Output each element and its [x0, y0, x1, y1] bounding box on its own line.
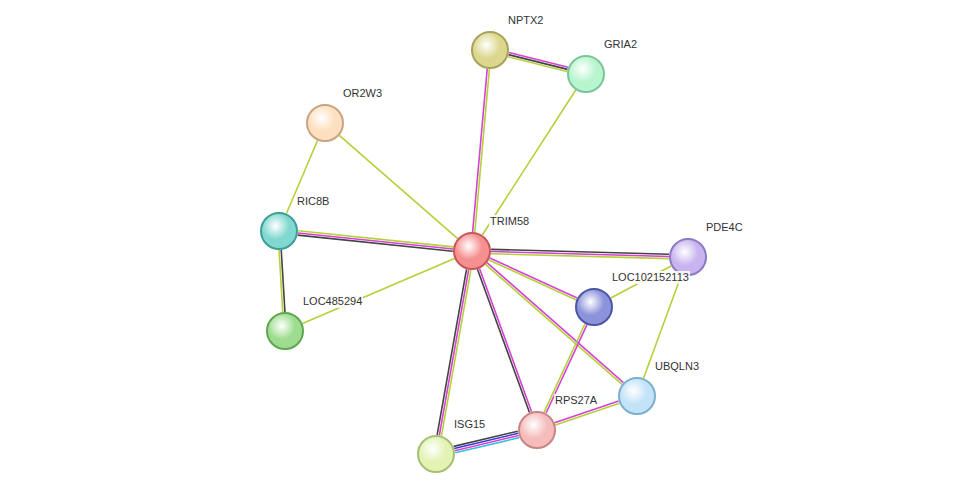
- node-circle: [575, 288, 613, 326]
- protein-node: GRIA2: [567, 55, 605, 93]
- node-circle: [453, 232, 491, 270]
- evidence-line: [486, 264, 622, 384]
- evidence-line: [473, 69, 488, 232]
- node-circle: [518, 411, 556, 449]
- evidence-line: [508, 57, 567, 72]
- interaction-edge: [454, 431, 520, 453]
- evidence-line: [480, 268, 532, 411]
- interaction-edge: [486, 263, 624, 385]
- evidence-line: [455, 435, 519, 450]
- interaction-edge: [491, 249, 669, 258]
- protein-node: UBQLN3: [618, 377, 656, 415]
- node-circle: [306, 104, 344, 142]
- interaction-edge: [477, 268, 531, 412]
- evidence-line: [437, 269, 466, 435]
- evidence-line: [477, 269, 529, 412]
- evidence-line: [298, 231, 453, 247]
- interaction-edge: [339, 135, 457, 238]
- evidence-line: [302, 258, 454, 323]
- node-label: OR2W3: [342, 87, 383, 100]
- node-label: TRIM58: [489, 215, 530, 228]
- evidence-line: [339, 135, 457, 238]
- evidence-line: [298, 235, 453, 251]
- node-label: ISG15: [453, 418, 486, 431]
- node-label: GRIA2: [603, 38, 638, 51]
- node-label: RPS27A: [554, 394, 598, 407]
- evidence-line: [489, 260, 576, 300]
- node-circle: [260, 212, 298, 250]
- interaction-edge: [508, 52, 568, 71]
- interaction-edge: [302, 258, 454, 323]
- evidence-line: [298, 233, 453, 249]
- node-label: NPTX2: [507, 14, 544, 27]
- evidence-line: [439, 270, 468, 436]
- node-label: RIC8B: [296, 195, 330, 208]
- protein-node: RPS27A: [518, 411, 556, 449]
- interaction-edge: [298, 231, 454, 251]
- node-label: PDE4C: [705, 221, 744, 234]
- node-circle: [417, 435, 455, 473]
- evidence-line: [482, 90, 575, 235]
- interaction-edge: [437, 269, 471, 435]
- evidence-line: [279, 250, 283, 312]
- protein-node: ISG15: [417, 435, 455, 473]
- protein-node: NPTX2: [471, 31, 509, 69]
- interaction-edge: [473, 69, 490, 232]
- interaction-edge: [482, 90, 575, 235]
- node-circle: [567, 55, 605, 93]
- protein-node: TRIM58: [453, 232, 491, 270]
- node-circle: [266, 312, 304, 350]
- interaction-edge: [279, 250, 285, 312]
- protein-node: LOC102152113: [575, 288, 613, 326]
- node-circle: [618, 377, 656, 415]
- evidence-line: [487, 263, 623, 383]
- evidence-line: [455, 438, 519, 453]
- node-label: LOC485294: [302, 295, 363, 308]
- evidence-line: [508, 55, 567, 70]
- protein-node: RIC8B: [260, 212, 298, 250]
- node-label: UBQLN3: [654, 360, 700, 373]
- protein-node: LOC485294: [266, 312, 304, 350]
- node-circle: [471, 31, 509, 69]
- evidence-line: [475, 69, 490, 232]
- evidence-line: [490, 258, 577, 298]
- evidence-line: [441, 270, 470, 436]
- protein-node: OR2W3: [306, 104, 344, 142]
- evidence-line: [491, 254, 669, 259]
- node-label: LOC102152113: [611, 271, 690, 284]
